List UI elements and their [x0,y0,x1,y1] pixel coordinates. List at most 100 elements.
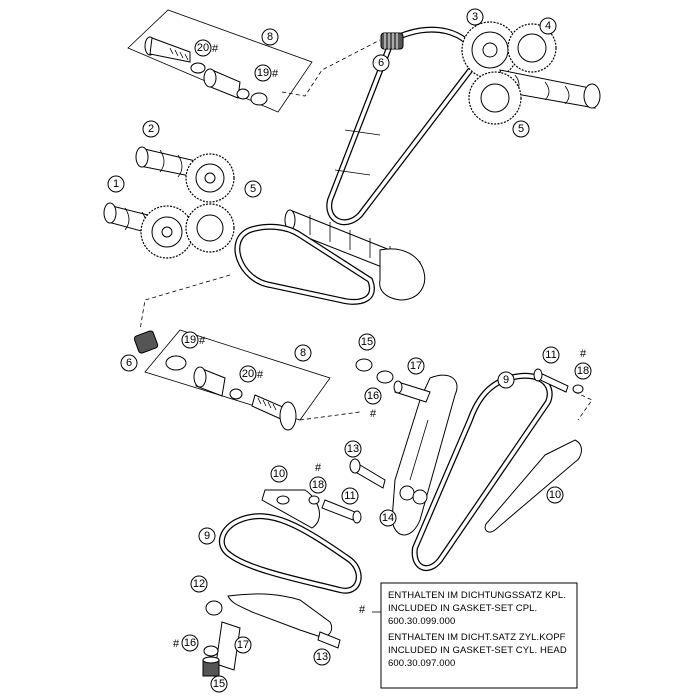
svg-text:11: 11 [344,490,355,502]
chain-guide-lower-upper [261,489,320,529]
svg-text:6: 6 [378,57,384,69]
camshaft-assembly-right [461,21,601,125]
callout-1: 1 [107,175,125,193]
spring-middle [133,330,159,354]
callout-9-left: 9 [198,527,216,545]
legend-line-5: INCLUDED IN GASKET-SET CYL. HEAD [388,645,567,656]
legend-line-4: ENTHALTEN IM DICHT.SATZ ZYL.KOPF [388,632,566,643]
svg-text:9: 9 [503,374,509,386]
callout-16-bottom: 16 [181,634,199,652]
hash-marker-19-middle: # [199,335,206,347]
svg-text:15: 15 [361,336,373,348]
callout-2: 2 [142,120,160,138]
callout-5-left: 5 [244,180,262,198]
svg-text:5: 5 [250,183,256,195]
callout-9-right: 9 [497,371,515,389]
callout-19-top: 19 [254,64,272,82]
svg-text:17: 17 [410,360,422,372]
callout-6-top: 6 [372,54,390,72]
callout-13-bottom: 13 [313,648,331,666]
legend-line-1: ENTHALTEN IM DICHTUNGSSATZ KPL. [388,590,566,601]
callout-12: 12 [190,575,208,593]
small-parts-right [349,358,431,489]
cam-chain-bottom [218,513,362,594]
svg-text:13: 13 [316,651,328,663]
svg-text:10: 10 [273,468,285,480]
svg-text:8: 8 [267,31,273,43]
svg-text:6: 6 [126,357,132,369]
hash-marker-18-lower: # [315,462,322,474]
hash-marker-16-bottom: # [173,638,180,650]
svg-text:14: 14 [382,512,394,524]
callout-13-right: 13 [344,440,362,458]
svg-text:20: 20 [197,42,209,54]
bolt-11-lower [308,495,362,524]
bottom-small-parts [202,600,341,677]
hash-marker-16-right: # [370,408,377,420]
hash-marker-20-top: # [212,43,219,55]
svg-text:10: 10 [549,489,561,501]
callout-6-middle: 6 [120,354,138,372]
callout-10-right: 10 [546,486,564,504]
svg-text:19: 19 [184,334,196,346]
callout-20-middle: 20 [239,365,257,383]
callout-20-top: 20 [194,39,212,57]
svg-text:15: 15 [213,678,225,690]
cam-chain-upper [326,26,482,226]
callout-17-bottom: 17 [234,636,252,654]
svg-text:20: 20 [242,368,254,380]
spring-top [380,32,404,50]
svg-text:16: 16 [367,390,379,402]
svg-text:18: 18 [312,479,324,491]
callout-4: 4 [539,17,557,35]
callout-8-middle: 8 [294,344,312,362]
chain-guide-right [484,439,582,533]
legend-line-3: 600.30.099.000 [388,616,455,627]
cam-chain-middle [234,223,375,305]
hash-marker-20-middle: # [257,369,264,381]
crankshaft [284,209,426,301]
hash-marker-19-top: # [272,68,279,80]
callout-15-bottom: 15 [210,675,228,693]
svg-text:5: 5 [518,123,524,135]
callout-19-middle: 19 [181,331,199,349]
bolt-11-right [533,368,593,421]
svg-text:9: 9 [204,530,210,542]
callout-11-right: 11 [542,346,560,364]
svg-text:18: 18 [577,365,589,377]
kit-box-top [127,9,381,113]
legend-box: # ENTHALTEN IM DICHTUNGSSATZ KPL. INCLUD… [359,582,578,689]
callout-8-top: 8 [261,28,279,46]
svg-text:8: 8 [300,347,306,359]
legend-line-6: 600.30.097.000 [388,658,455,669]
svg-text:16: 16 [184,637,196,649]
callout-15-right: 15 [358,333,376,351]
chain-guide-lower [227,593,333,638]
svg-text:2: 2 [148,123,154,135]
svg-text:1: 1 [113,178,119,190]
svg-text:19: 19 [257,67,269,79]
svg-text:3: 3 [472,11,478,23]
callout-18-lower: 18 [309,476,327,494]
callout-18-right: 18 [574,362,592,380]
legend-frame [380,582,578,689]
leader-dash-middle [139,274,231,331]
svg-text:11: 11 [545,349,556,361]
kit-box-middle [144,329,361,431]
camshaft-assembly-left [103,146,235,259]
callout-5-top: 5 [512,120,530,138]
svg-text:13: 13 [347,443,359,455]
callout-14: 14 [379,509,397,527]
callout-16-right: 16 [364,387,382,405]
svg-text:4: 4 [545,20,551,32]
callout-10-left: 10 [270,465,288,483]
svg-text:17: 17 [237,639,249,651]
legend-line-2: INCLUDED IN GASKET-SET CPL. [388,603,537,614]
callout-17-right: 17 [407,357,425,375]
legend-hash-marker: # [359,604,366,616]
callout-3: 3 [466,8,484,26]
hash-marker-18-right: # [580,348,587,360]
svg-text:12: 12 [193,578,205,590]
